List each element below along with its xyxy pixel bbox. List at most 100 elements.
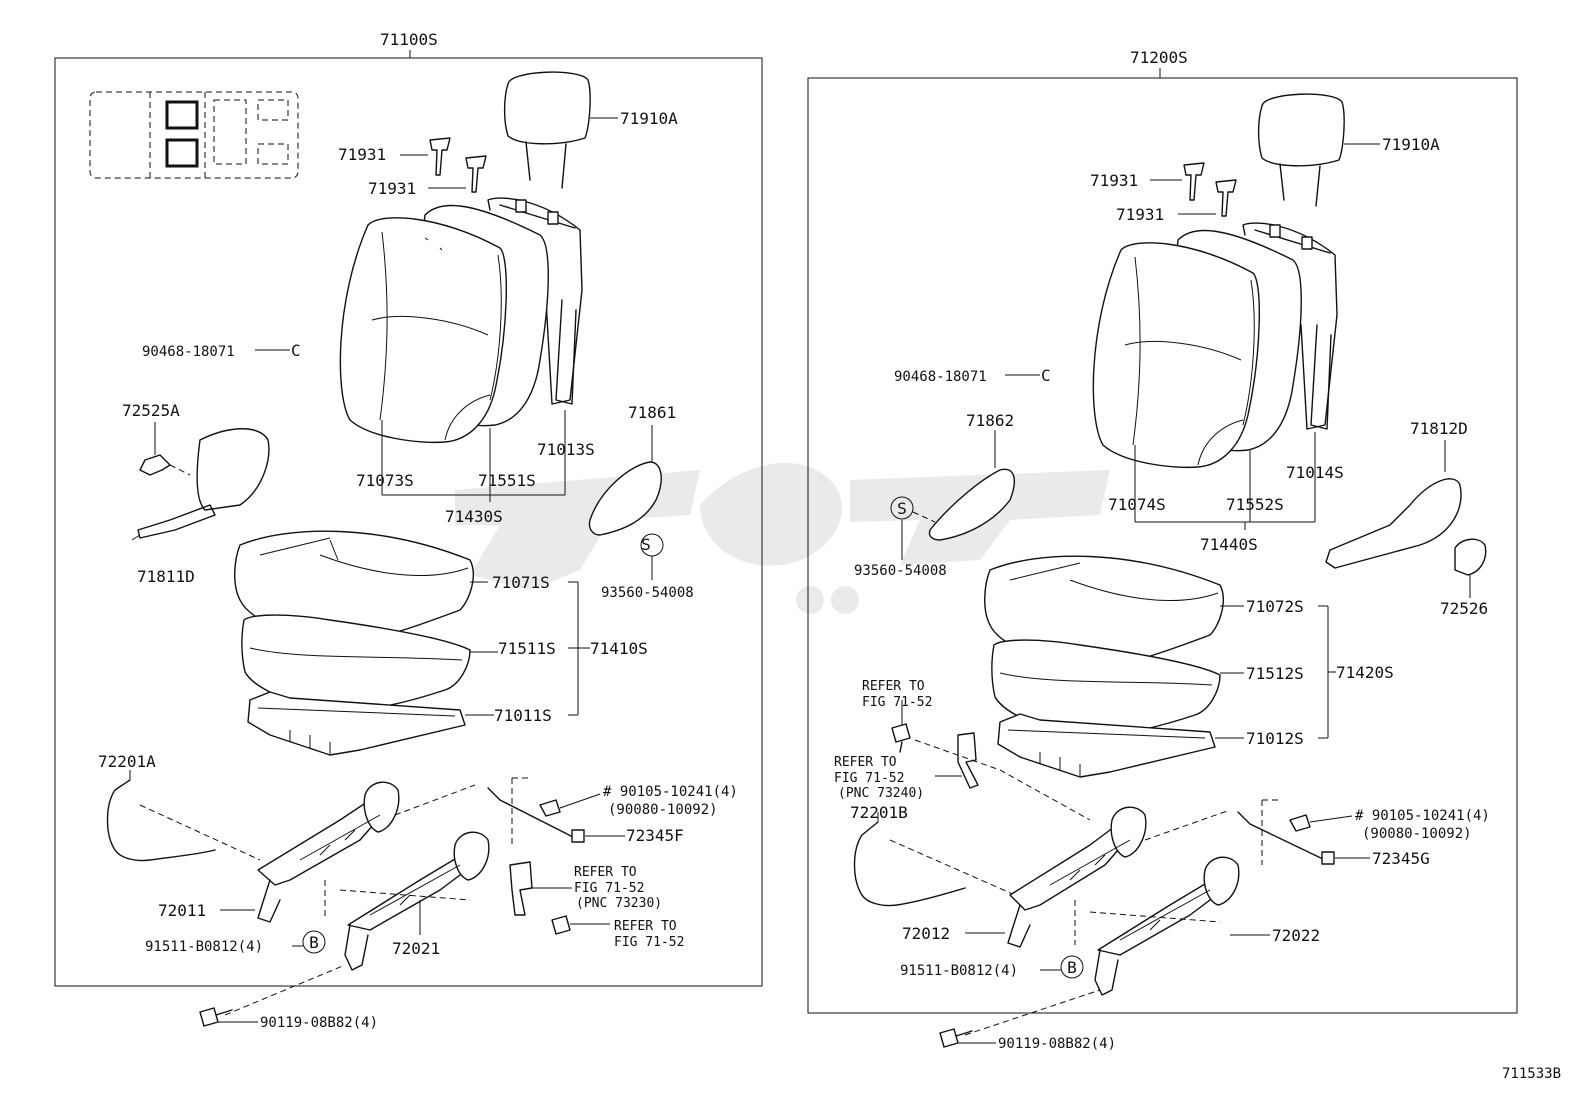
label-shield-outer: 71812D bbox=[1410, 419, 1468, 438]
label-adjuster-outer: 72012 bbox=[902, 924, 950, 943]
mark-b: B bbox=[1067, 958, 1077, 977]
label-shield-inner: 71862 bbox=[966, 411, 1014, 430]
headrest bbox=[503, 71, 618, 189]
label-clip: 90468-18071 bbox=[142, 344, 235, 360]
label-cover-cushion: 71072S bbox=[1246, 597, 1304, 616]
label-pad-back: 71552S bbox=[1226, 495, 1284, 514]
label-cushion-assy: 71420S bbox=[1336, 663, 1394, 682]
label-refer1-b: FIG 71-52 bbox=[574, 881, 644, 896]
label-frame-cushion: 71012S bbox=[1246, 729, 1304, 748]
cushion-pad bbox=[991, 639, 1244, 738]
label-pad-cushion: 71512S bbox=[1246, 664, 1304, 683]
mark-b-circle bbox=[1060, 955, 1084, 979]
label-back-assy: 71430S bbox=[445, 507, 503, 526]
label-headrest: 71910A bbox=[620, 109, 678, 128]
label-bolt-bottom: 90119-08B82(4) bbox=[998, 1036, 1116, 1052]
label-clip-small: 72525A bbox=[122, 401, 180, 420]
mark-c: C bbox=[291, 341, 301, 360]
label-cover-back: 71074S bbox=[1108, 495, 1166, 514]
adjusting-rod bbox=[1237, 799, 1370, 865]
assembly-frame bbox=[54, 57, 763, 987]
label-screw: 93560-54008 bbox=[601, 585, 694, 601]
label-refer1-c: (PNC 73230) bbox=[576, 896, 662, 911]
label-adjuster-inner: 72022 bbox=[1272, 926, 1320, 945]
recliner-shield-inner bbox=[588, 425, 664, 580]
label-adjuster-inner: 72021 bbox=[392, 939, 440, 958]
label-refer2-b: FIG 71-52 bbox=[834, 771, 904, 786]
label-bolt-main: # 90105-10241(4) bbox=[603, 784, 738, 800]
label-support-a: 71931 bbox=[1090, 171, 1138, 190]
label-bolt-b: 91511-B0812(4) bbox=[900, 963, 1018, 979]
label-headrest: 71910A bbox=[1382, 135, 1440, 154]
assembly-right: 71200S 71910A 71931 71931 bbox=[807, 48, 1518, 1052]
label-screw: 93560-54008 bbox=[854, 563, 947, 579]
cushion-assy-bracket bbox=[1318, 605, 1336, 739]
label-bolt-alt: (90080-10092) bbox=[608, 802, 718, 818]
refer-fasteners bbox=[891, 700, 1091, 821]
label-bolt-bottom: 90119-08B82(4) bbox=[260, 1015, 378, 1031]
mark-b-circle bbox=[302, 930, 326, 954]
assembly-left: 71100S 71910A 71931 bbox=[54, 30, 763, 1031]
label-bolt-b: 91511-B0812(4) bbox=[145, 939, 263, 955]
seat-back bbox=[339, 197, 583, 444]
recliner-shield-outer bbox=[1325, 440, 1487, 598]
label-clip: 90468-18071 bbox=[894, 369, 987, 385]
label-refer1-a: REFER TO bbox=[862, 679, 925, 694]
label-support-b: 71931 bbox=[1116, 205, 1164, 224]
label-rod: 72345G bbox=[1372, 849, 1430, 868]
recliner-shield-outer bbox=[131, 422, 270, 541]
label-wire: 72201A bbox=[98, 752, 156, 771]
label-support-a: 71931 bbox=[338, 145, 386, 164]
cushion-frame bbox=[997, 713, 1244, 778]
mark-s: S bbox=[897, 499, 907, 518]
label-refer2-a: REFER TO bbox=[614, 919, 677, 934]
label-wire: 72201B bbox=[850, 803, 908, 822]
label-cover-cushion: 71071S bbox=[492, 573, 550, 592]
label-bolt-alt: (90080-10092) bbox=[1362, 826, 1472, 842]
assembly-id: 71200S bbox=[1130, 48, 1188, 67]
label-pad-cushion: 71511S bbox=[498, 639, 556, 658]
bottom-bolt bbox=[939, 1028, 973, 1048]
seat-position-index bbox=[89, 91, 299, 179]
seat-belt-buckle bbox=[509, 861, 610, 935]
label-adjuster-outer: 72011 bbox=[158, 901, 206, 920]
label-shield-inner: 71861 bbox=[628, 403, 676, 422]
label-support-b: 71931 bbox=[368, 179, 416, 198]
back-assy-bracket bbox=[381, 410, 566, 502]
wire bbox=[853, 812, 1016, 907]
adjuster-inner bbox=[1074, 856, 1270, 996]
label-shield-outer: 71811D bbox=[137, 567, 195, 586]
label-refer1-a: REFER TO bbox=[574, 865, 637, 880]
mark-b: B bbox=[309, 933, 319, 952]
label-refer2-b: FIG 71-52 bbox=[614, 935, 684, 950]
cushion-pad bbox=[241, 614, 498, 713]
label-refer2-c: (PNC 73240) bbox=[838, 786, 924, 801]
mark-s: S bbox=[641, 535, 651, 554]
adjuster-outer bbox=[965, 806, 1231, 948]
headrest-supports bbox=[1150, 162, 1237, 217]
label-rod: 72345F bbox=[626, 826, 684, 845]
adjuster-inner bbox=[324, 831, 490, 971]
assembly-id: 71100S bbox=[380, 30, 438, 49]
label-knob: 72526 bbox=[1440, 599, 1488, 618]
label-cushion-assy: 71410S bbox=[590, 639, 648, 658]
label-pad-back: 71551S bbox=[478, 471, 536, 490]
label-frame-cushion: 71011S bbox=[494, 706, 552, 725]
headrest-supports bbox=[400, 137, 487, 193]
back-assy-bracket bbox=[1134, 432, 1316, 530]
mark-c: C bbox=[1041, 366, 1051, 385]
cushion-frame bbox=[247, 691, 494, 756]
assembly-frame bbox=[807, 77, 1518, 1014]
headrest bbox=[1257, 93, 1380, 207]
label-refer1-b: FIG 71-52 bbox=[862, 695, 932, 710]
bottom-bolt bbox=[199, 1007, 233, 1027]
cushion-cover bbox=[234, 530, 488, 643]
adjusting-rod bbox=[487, 777, 625, 845]
cushion-cover bbox=[984, 555, 1244, 668]
wire bbox=[106, 770, 261, 862]
recliner-shield-inner bbox=[890, 430, 1016, 560]
label-refer2-a: REFER TO bbox=[834, 755, 897, 770]
label-back-assy: 71440S bbox=[1200, 535, 1258, 554]
label-bolt-main: # 90105-10241(4) bbox=[1355, 808, 1490, 824]
